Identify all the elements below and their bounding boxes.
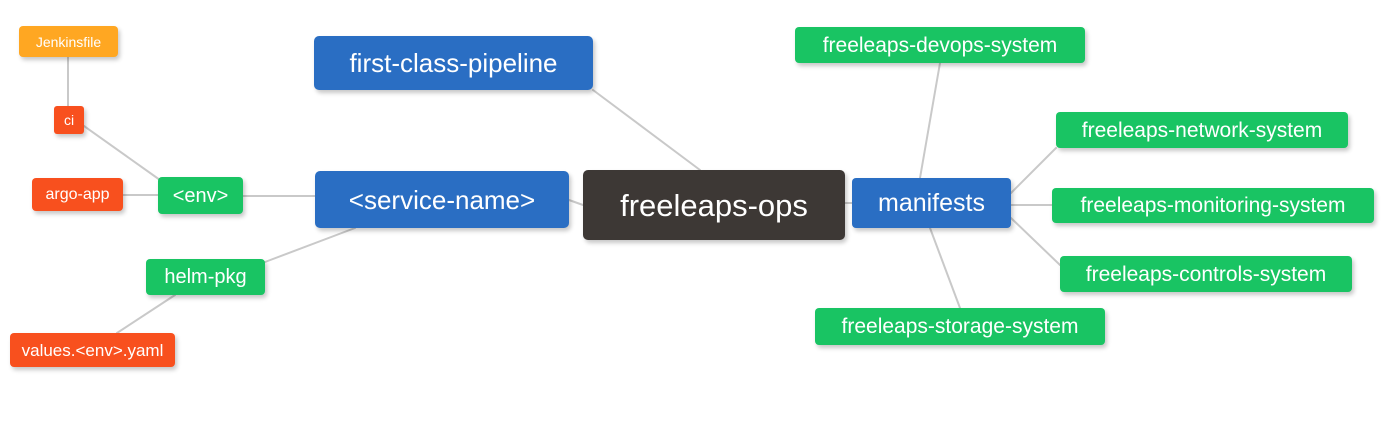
- mindmap-node-service-name[interactable]: <service-name>: [315, 171, 569, 228]
- mindmap-node-label: freeleaps-monitoring-system: [1080, 194, 1346, 217]
- mindmap-node-freeleaps-ops[interactable]: freeleaps-ops: [583, 170, 845, 240]
- edge-manifests-to-freeleaps-network-system: [1010, 147, 1057, 194]
- edge-freeleaps-ops-to-service-name: [568, 199, 584, 206]
- mindmap-node-ci[interactable]: ci: [54, 106, 84, 134]
- edge-helm-pkg-to-values-env-yaml: [116, 294, 176, 334]
- mindmap-node-label: freeleaps-devops-system: [822, 33, 1058, 57]
- mindmap-node-label: freeleaps-controls-system: [1085, 262, 1327, 286]
- mindmap-node-argo-app[interactable]: argo-app: [32, 178, 123, 211]
- mindmap-node-label: values.<env>.yaml: [21, 340, 164, 360]
- mindmap-node-label: argo-app: [45, 185, 110, 203]
- edge-manifests-to-freeleaps-controls-system: [1010, 217, 1061, 266]
- mindmap-node-label: ci: [63, 112, 75, 128]
- mindmap-node-label: manifests: [878, 188, 985, 217]
- edge-service-name-to-helm-pkg: [264, 227, 356, 263]
- edge-env-to-ci: [83, 125, 161, 181]
- mindmap-node-jenkinsfile[interactable]: Jenkinsfile: [19, 26, 118, 57]
- mindmap-node-freeleaps-controls-system[interactable]: freeleaps-controls-system: [1060, 256, 1352, 292]
- mindmap-node-label: <env>: [172, 184, 229, 207]
- mindmap-node-label: helm-pkg: [164, 266, 247, 288]
- mindmap-node-label: freeleaps-network-system: [1081, 118, 1323, 142]
- mindmap-node-freeleaps-monitoring-system[interactable]: freeleaps-monitoring-system: [1052, 188, 1374, 223]
- mindmap-node-label: Jenkinsfile: [35, 33, 102, 50]
- edge-freeleaps-ops-to-first-class-pipeline: [592, 89, 701, 171]
- mindmap-node-freeleaps-devops-system[interactable]: freeleaps-devops-system: [795, 27, 1085, 63]
- mindmap-node-first-class-pipeline[interactable]: first-class-pipeline: [314, 36, 593, 90]
- mindmap-node-label: freeleaps-ops: [620, 187, 808, 223]
- mindmap-node-manifests[interactable]: manifests: [852, 178, 1011, 228]
- mindmap-node-freeleaps-storage-system[interactable]: freeleaps-storage-system: [815, 308, 1105, 345]
- mindmap-node-helm-pkg[interactable]: helm-pkg: [146, 259, 265, 295]
- edge-manifests-to-freeleaps-storage-system: [929, 227, 961, 309]
- mindmap-node-values-env-yaml[interactable]: values.<env>.yaml: [10, 333, 175, 367]
- edge-manifests-to-freeleaps-devops-system: [919, 62, 941, 179]
- mindmap-node-label: first-class-pipeline: [349, 48, 558, 78]
- mindmap-node-freeleaps-network-system[interactable]: freeleaps-network-system: [1056, 112, 1348, 148]
- mindmap-node-env[interactable]: <env>: [158, 177, 243, 214]
- mindmap-node-label: <service-name>: [348, 184, 536, 215]
- mindmap-node-label: freeleaps-storage-system: [841, 315, 1079, 338]
